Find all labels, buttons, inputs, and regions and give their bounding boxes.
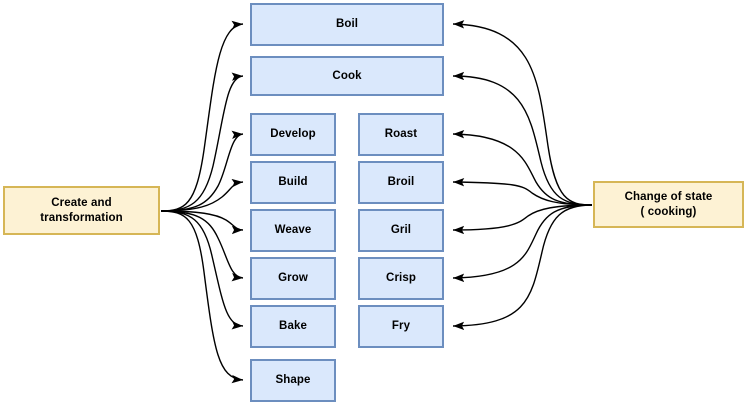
edge-create-to-shape	[160, 210, 244, 384]
node-label: Change of state ( cooking)	[624, 191, 713, 218]
node-label: Crisp	[386, 272, 416, 285]
edge-cooking-to-gril	[452, 204, 593, 235]
node-fry[interactable]: Fry	[358, 305, 444, 348]
edge-create-to-bake	[160, 210, 244, 330]
node-crisp[interactable]: Crisp	[358, 257, 444, 300]
node-label: Cook	[332, 69, 362, 82]
node-grow[interactable]: Grow	[250, 257, 336, 300]
edge-create-to-develop	[160, 130, 244, 212]
edge-cooking-to-boil	[452, 20, 593, 206]
node-develop[interactable]: Develop	[250, 113, 336, 156]
node-label: Build	[278, 176, 308, 189]
edge-create-to-boil	[160, 20, 244, 212]
node-build[interactable]: Build	[250, 161, 336, 204]
node-label: Weave	[274, 224, 312, 237]
node-change-of-state-cooking[interactable]: Change of state ( cooking)	[593, 181, 744, 228]
node-roast[interactable]: Roast	[358, 113, 444, 156]
node-label: Roast	[384, 128, 418, 141]
edge-cooking-to-cook	[452, 71, 593, 206]
node-label: Grow	[278, 272, 308, 285]
edge-create-to-build	[160, 178, 244, 212]
node-cook[interactable]: Cook	[250, 56, 444, 96]
node-shape[interactable]: Shape	[250, 359, 336, 402]
node-label: Boil	[335, 18, 359, 31]
node-gril[interactable]: Gril	[358, 209, 444, 252]
edge-create-to-cook	[160, 72, 244, 212]
node-bake[interactable]: Bake	[250, 305, 336, 348]
node-label: Gril	[390, 224, 412, 237]
node-label: Broil	[387, 176, 415, 189]
edges-from-create-and-transformation	[160, 20, 244, 384]
edge-create-to-grow	[160, 210, 244, 282]
edge-create-to-weave	[160, 210, 244, 235]
node-label: Shape	[275, 374, 311, 387]
node-create-and-transformation[interactable]: Create and transformation	[3, 186, 160, 235]
node-label: Develop	[270, 128, 316, 141]
edge-cooking-to-broil	[452, 177, 593, 206]
edge-cooking-to-roast	[452, 129, 593, 206]
node-weave[interactable]: Weave	[250, 209, 336, 252]
node-broil[interactable]: Broil	[358, 161, 444, 204]
node-label: Fry	[391, 320, 411, 333]
node-boil[interactable]: Boil	[250, 3, 444, 46]
node-label: Bake	[279, 320, 307, 333]
edge-cooking-to-crisp	[452, 204, 593, 283]
edges-from-change-of-state	[452, 20, 593, 331]
edge-cooking-to-fry	[452, 204, 593, 331]
node-label: Create and transformation	[40, 197, 123, 224]
